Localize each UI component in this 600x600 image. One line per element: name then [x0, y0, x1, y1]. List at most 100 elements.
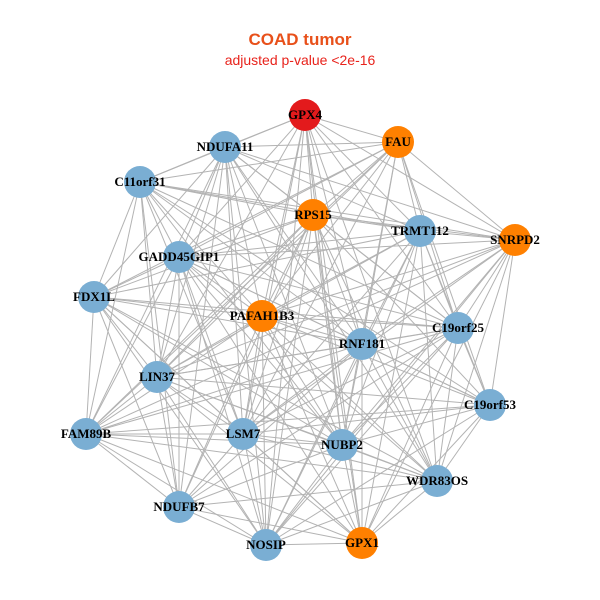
node-trmt112[interactable]: TRMT112 [391, 215, 449, 247]
node-circle [209, 131, 241, 163]
edge-gpx4-nosip [265, 114, 306, 546]
edge-fam89b-nubp2 [85, 433, 343, 446]
edge-pafah1b3-fam89b [85, 315, 263, 435]
edge-snrpd2-rnf181 [361, 239, 516, 345]
edge-c19orf53-lsm7 [242, 404, 491, 435]
node-circle [289, 99, 321, 131]
node-snrpd2[interactable]: SNRPD2 [490, 224, 540, 256]
edge-lin37-lsm7 [156, 376, 244, 435]
node-c19orf53[interactable]: C19orf53 [464, 389, 516, 421]
edge-lsm7-gpx1 [242, 433, 363, 544]
edge-c19orf25-nubp2 [341, 327, 459, 446]
node-nubp2[interactable]: NUBP2 [321, 429, 363, 461]
edge-gadd45gip1-gpx1 [178, 256, 363, 544]
node-ndufb7[interactable]: NDUFB7 [153, 491, 205, 523]
node-lin37[interactable]: LIN37 [139, 361, 176, 393]
node-circle [421, 465, 453, 497]
edge-rps15-gadd45gip1 [178, 214, 314, 258]
edge-rnf181-ndufb7 [178, 343, 363, 508]
edge-fau-snrpd2 [397, 141, 516, 241]
edge-trmt112-fdx1l [93, 230, 421, 298]
edge-wdr83os-gpx1 [361, 480, 438, 544]
node-gadd45gip1[interactable]: GADD45GIP1 [139, 241, 220, 273]
edge-gpx4-pafah1b3 [261, 114, 306, 317]
edge-pafah1b3-gpx1 [261, 315, 363, 544]
edge-c11orf31-fdx1l [93, 181, 141, 298]
node-label: C11orf31 [114, 174, 165, 189]
edge-pafah1b3-wdr83os [261, 315, 438, 482]
edge-rps15-gpx1 [312, 214, 363, 544]
edge-c11orf31-c19orf53 [139, 181, 491, 406]
edge-rnf181-wdr83os [361, 343, 438, 482]
edge-fam89b-ndufb7 [85, 433, 180, 508]
node-circle [124, 166, 156, 198]
edge-snrpd2-lin37 [156, 239, 516, 378]
node-c19orf25[interactable]: C19orf25 [432, 312, 484, 344]
node-gpx4[interactable]: GPX4 [288, 99, 322, 131]
node-lsm7[interactable]: LSM7 [226, 418, 261, 450]
edge-lsm7-ndufb7 [178, 433, 244, 508]
node-label: C19orf53 [464, 397, 516, 412]
edge-c11orf31-lin37 [139, 181, 158, 378]
edge-fdx1l-ndufb7 [93, 296, 180, 508]
edge-lsm7-nosip [242, 433, 267, 546]
edge-fau-c19orf53 [397, 141, 491, 406]
node-pafah1b3[interactable]: PAFAH1B3 [230, 300, 295, 332]
node-label: RNF181 [339, 336, 385, 351]
edge-snrpd2-wdr83os [436, 239, 516, 482]
node-circle [297, 199, 329, 231]
node-label: FDX1L [73, 289, 115, 304]
node-circle [163, 241, 195, 273]
edge-rps15-lsm7 [242, 214, 314, 435]
node-circle [250, 529, 282, 561]
edge-pafah1b3-ndufb7 [178, 315, 263, 508]
node-wdr83os[interactable]: WDR83OS [406, 465, 468, 497]
edge-gpx4-c19orf25 [304, 114, 459, 329]
edge-fau-nubp2 [341, 141, 399, 446]
edge-gadd45gip1-lin37 [156, 256, 180, 378]
node-circle [346, 328, 378, 360]
edge-nubp2-gpx1 [341, 444, 363, 544]
edge-fau-fam89b [85, 141, 399, 435]
node-rnf181[interactable]: RNF181 [339, 328, 385, 360]
edge-rps15-nubp2 [312, 214, 343, 446]
node-ndufa11[interactable]: NDUFA11 [197, 131, 254, 163]
edge-snrpd2-c19orf53 [489, 239, 516, 406]
edge-fau-ndufa11 [224, 141, 399, 148]
edge-fau-c11orf31 [139, 141, 399, 183]
edge-c11orf31-ndufb7 [139, 181, 180, 508]
edge-fau-lsm7 [242, 141, 399, 435]
node-gpx1[interactable]: GPX1 [345, 527, 379, 559]
node-label: WDR83OS [406, 473, 468, 488]
node-label: NOSIP [246, 537, 286, 552]
node-fdx1l[interactable]: FDX1L [73, 281, 115, 313]
edge-wdr83os-nosip [265, 480, 438, 546]
edge-c19orf53-nubp2 [341, 404, 491, 446]
edge-ndufb7-gpx1 [178, 506, 363, 544]
chart-subtitle: adjusted p-value <2e-16 [224, 52, 376, 68]
edge-ndufa11-snrpd2 [224, 146, 516, 241]
node-label: GPX1 [345, 535, 379, 550]
edge-ndufa11-nosip [224, 146, 267, 546]
node-rps15[interactable]: RPS15 [294, 199, 332, 231]
edge-trmt112-lin37 [156, 230, 421, 378]
node-fau[interactable]: FAU [382, 126, 414, 158]
edge-ndufa11-pafah1b3 [224, 146, 263, 317]
edge-gpx4-rnf181 [304, 114, 363, 345]
edge-snrpd2-fam89b [85, 239, 516, 435]
edge-gpx4-nubp2 [304, 114, 343, 446]
node-fam89b[interactable]: FAM89B [61, 418, 112, 450]
edge-fdx1l-lin37 [93, 296, 158, 378]
edge-pafah1b3-lin37 [156, 315, 263, 378]
edge-gpx4-gadd45gip1 [178, 114, 306, 258]
edge-trmt112-gadd45gip1 [178, 230, 421, 258]
edge-fdx1l-pafah1b3 [93, 296, 263, 317]
node-nosip[interactable]: NOSIP [246, 529, 286, 561]
edge-snrpd2-gpx1 [361, 239, 516, 544]
edge-pafah1b3-lsm7 [242, 315, 263, 435]
node-circle [382, 126, 414, 158]
node-label: NDUFB7 [153, 499, 205, 514]
node-c11orf31[interactable]: C11orf31 [114, 166, 166, 198]
edge-gpx4-lsm7 [242, 114, 306, 435]
edge-fam89b-gpx1 [85, 433, 363, 544]
